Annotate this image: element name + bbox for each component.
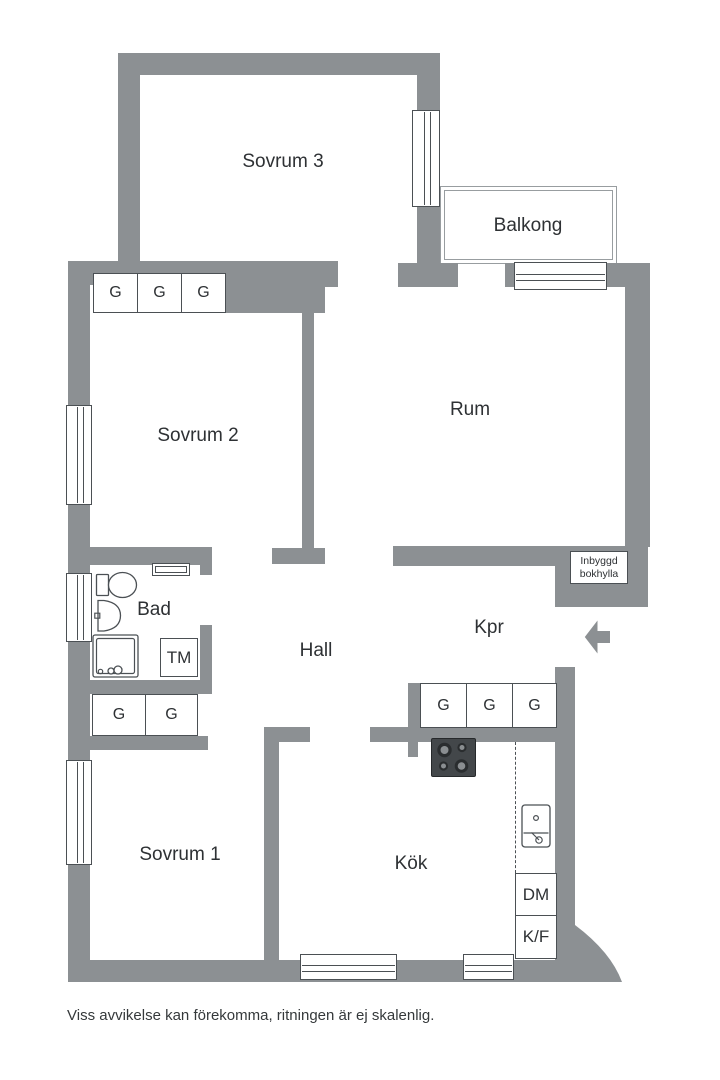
closet-label: G [165, 706, 178, 723]
dishwasher: DM [515, 873, 557, 916]
window [66, 405, 92, 505]
wall-segment [408, 742, 418, 757]
closet: G [92, 694, 146, 736]
wall-segment [417, 206, 440, 266]
room-label-bad: Bad [137, 599, 171, 620]
room-label-rum: Rum [449, 399, 491, 420]
wall-segment [264, 727, 310, 742]
closet: G [93, 273, 138, 313]
closet: G [466, 683, 513, 728]
wall-segment [417, 53, 440, 111]
room-label-sovrum2: Sovrum 2 [157, 425, 239, 446]
dishwasher-label: DM [522, 884, 550, 904]
window [412, 110, 440, 207]
closet-label: G [528, 696, 541, 714]
stove-icon [431, 738, 476, 777]
wall-segment [118, 53, 140, 265]
closet: G [137, 273, 182, 313]
wall-segment [555, 667, 575, 907]
window [514, 262, 607, 290]
bookshelf-label-line1: Inbyggd [580, 555, 618, 568]
wall-segment [272, 548, 325, 564]
entry-arrow-icon [584, 620, 610, 654]
curved-wall-corner [555, 900, 622, 982]
bookshelf-label-line2: bokhylla [579, 567, 619, 580]
sink-icon [94, 599, 122, 632]
closet: G [420, 683, 467, 728]
wall-segment [264, 742, 279, 960]
wall-segment [68, 680, 212, 694]
wall-segment [225, 287, 325, 313]
wall-segment [505, 263, 514, 287]
wall-segment [225, 261, 338, 287]
wall-segment [90, 261, 226, 273]
wall-segment [118, 53, 440, 75]
wall-segment [370, 727, 557, 742]
wall-segment [625, 263, 650, 547]
counter-dashed-edge [515, 742, 516, 873]
closet-label: G [197, 284, 210, 301]
room-label-sovrum1: Sovrum 1 [139, 844, 221, 865]
window [66, 573, 92, 642]
disclaimer-text: Viss avvikelse kan förekomma, ritningen … [67, 1007, 435, 1024]
closet: G [145, 694, 198, 736]
fridge-freezer-label: K/F [522, 927, 550, 946]
closet-label: G [483, 696, 496, 714]
washing-machine-label: TM [166, 647, 192, 667]
closet-label: G [109, 284, 122, 301]
room-label-balkong: Balkong [493, 215, 563, 236]
fridge-freezer: K/F [515, 915, 557, 959]
closet-label: G [153, 284, 166, 301]
wall-segment [200, 565, 212, 575]
window [300, 954, 397, 980]
room-label-kok: Kök [394, 853, 428, 874]
wall-segment [200, 625, 212, 690]
balcony-outline [440, 186, 617, 264]
bathroom-shelf [152, 563, 190, 576]
closet-label: G [112, 706, 126, 723]
wall-segment [90, 547, 212, 565]
window [66, 760, 92, 865]
wall-segment [398, 263, 458, 287]
room-label-hall: Hall [299, 640, 333, 661]
window [463, 954, 514, 980]
toilet-icon [95, 571, 138, 599]
room-label-sovrum3: Sovrum 3 [242, 151, 324, 172]
washing-machine: TM [160, 638, 198, 677]
wall-segment [68, 736, 208, 750]
shower-icon [92, 634, 139, 678]
wall-segment [408, 683, 420, 727]
closet: G [512, 683, 557, 728]
closet-label: G [437, 696, 450, 714]
room-label-kpr: Kpr [474, 617, 504, 638]
built-in-bookshelf: Inbyggd bokhylla [570, 551, 628, 584]
wall-segment [302, 313, 314, 550]
closet: G [181, 273, 226, 313]
kitchen-sink-icon [521, 804, 551, 848]
